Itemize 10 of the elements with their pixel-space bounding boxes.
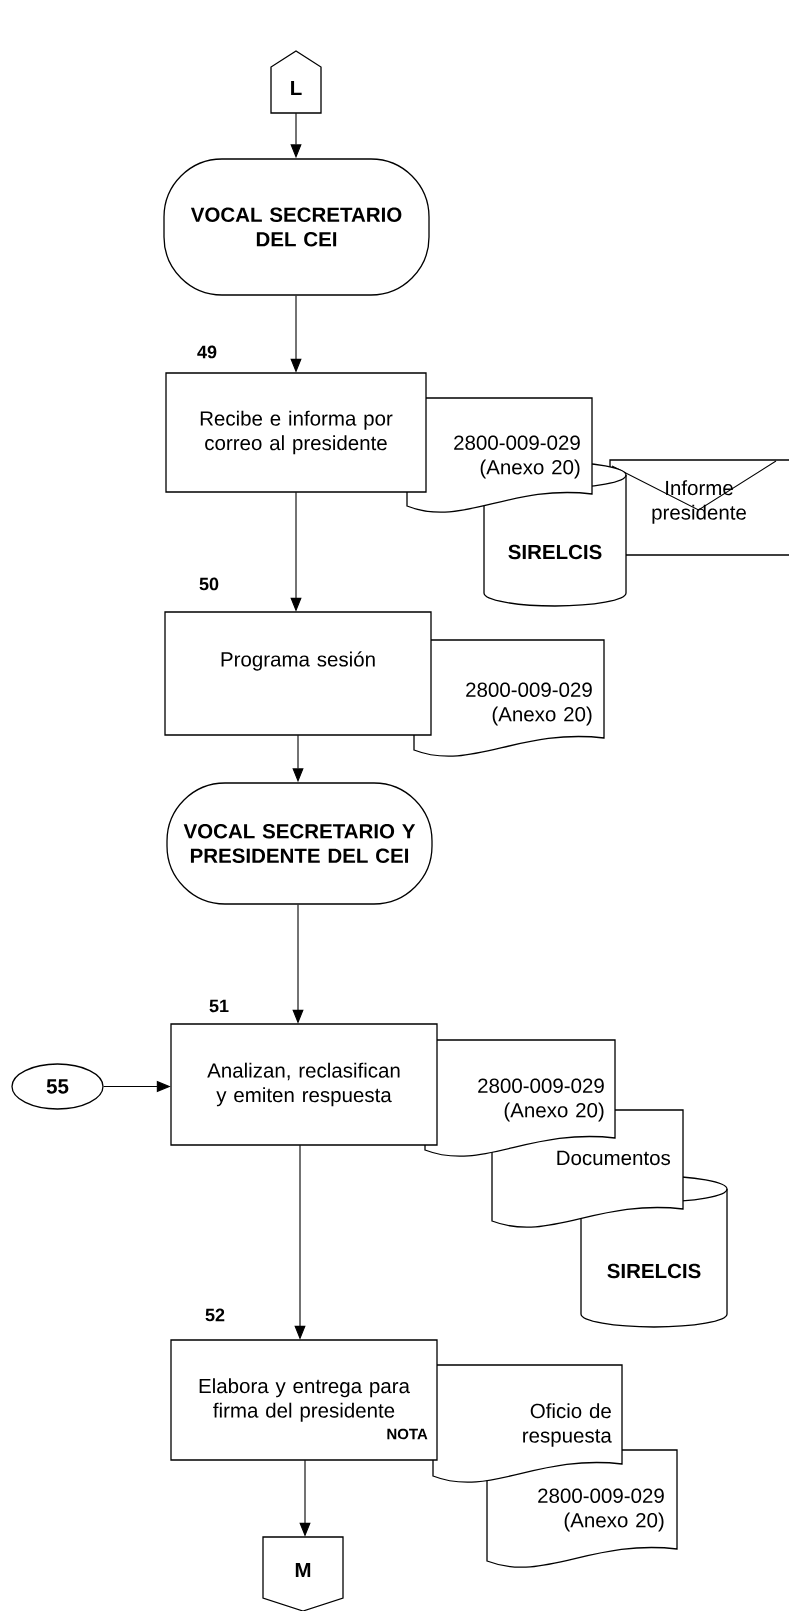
step-number: 51 [209, 999, 229, 1013]
process-box: Analizan, reclasifican y emiten respuesta [170, 1023, 438, 1146]
process-box: Elabora y entrega para firma del presidente NOTA [170, 1339, 438, 1461]
step-number: 49 [197, 345, 217, 359]
off-page-connector: L [270, 50, 322, 114]
step-number: 52 [205, 1308, 225, 1322]
step-number: 50 [199, 577, 219, 591]
off-page-connector: M [262, 1536, 344, 1611]
process-box: Programa sesión [164, 611, 432, 736]
process-box: Recibe e informa por correo al presidente [165, 372, 427, 493]
